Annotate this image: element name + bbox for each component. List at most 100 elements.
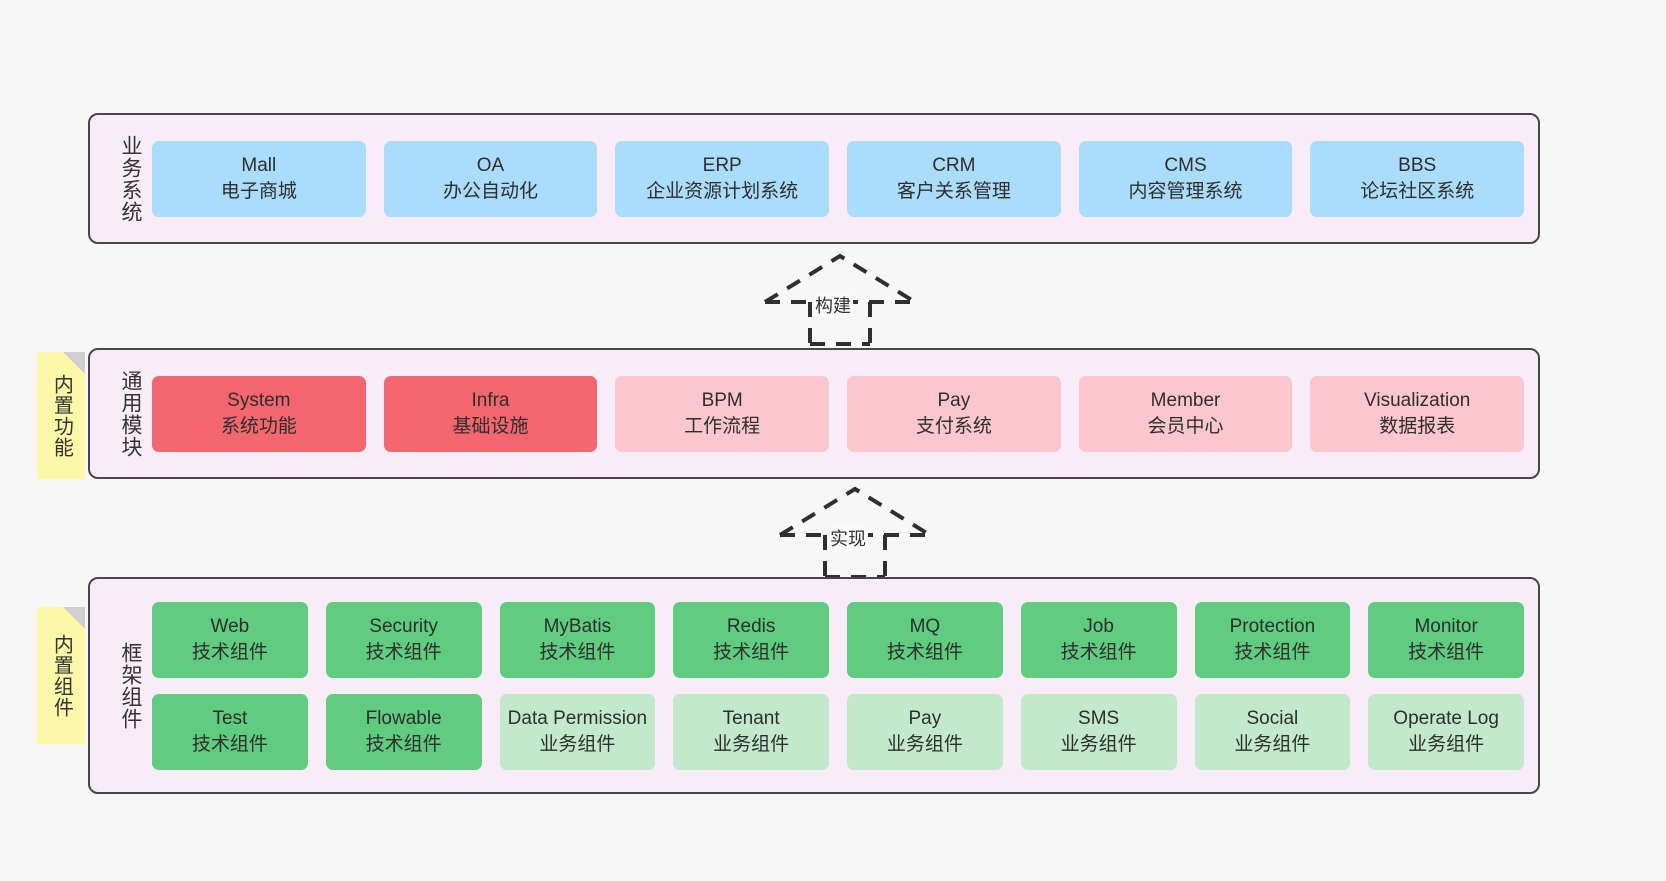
card-subtitle: 数据报表 [1379, 415, 1456, 437]
build-arrow-label: 构建 [813, 292, 853, 318]
module-card-bbs[interactable]: BBS 论坛社区系统 [1310, 140, 1525, 217]
layer-common-modules: 通用模块 System 系统功能 Infra 基础设施 BPM 工作流程 Pay… [88, 348, 1540, 479]
card-title: ERP [702, 155, 742, 177]
layer-title-framework-components: 框架组件 [119, 641, 142, 730]
component-card-redis[interactable]: Redis 技术组件 [673, 601, 829, 678]
component-card-flowable[interactable]: Flowable 技术组件 [325, 693, 482, 770]
component-card-sms[interactable]: SMS 业务组件 [1020, 693, 1177, 770]
module-card-oa[interactable]: OA 办公自动化 [383, 140, 598, 217]
layer-row: Mall 电子商城 OA 办公自动化 ERP 企业资源计划系统 CRM 客户关系… [152, 140, 1525, 217]
card-title: Monitor [1414, 616, 1478, 638]
layer-title-common-modules: 通用模块 [119, 369, 142, 458]
build-arrow: 构建 [755, 250, 925, 346]
card-title: BBS [1398, 155, 1437, 177]
module-card-cms[interactable]: CMS 内容管理系统 [1078, 140, 1293, 217]
card-title: SMS [1078, 708, 1120, 730]
card-subtitle: 技术组件 [1234, 641, 1311, 663]
card-subtitle: 系统功能 [220, 415, 297, 437]
card-title: Security [369, 616, 438, 638]
card-subtitle: 业务组件 [886, 733, 963, 755]
card-subtitle: 会员中心 [1147, 415, 1224, 437]
module-card-pay[interactable]: Pay 支付系统 [847, 375, 1061, 452]
module-card-bpm[interactable]: BPM 工作流程 [615, 375, 830, 452]
component-card-social[interactable]: Social 业务组件 [1194, 693, 1351, 770]
card-title: Social [1246, 708, 1299, 730]
sticky-note-label: 内置功能 [50, 373, 73, 458]
component-card-job[interactable]: Job 技术组件 [1020, 601, 1177, 678]
card-subtitle: 业务组件 [1408, 733, 1485, 755]
card-title: Pay [908, 708, 942, 730]
card-subtitle: 技术组件 [713, 641, 790, 663]
sticky-note-label: 内置组件 [50, 633, 73, 718]
component-card-data-permission[interactable]: Data Permission 业务组件 [499, 693, 656, 770]
module-card-member[interactable]: Member 会员中心 [1078, 375, 1293, 452]
card-title: MyBatis [543, 616, 612, 638]
card-title: Redis [726, 616, 776, 638]
card-subtitle: 业务组件 [713, 733, 790, 755]
card-subtitle: 电子商城 [220, 180, 297, 202]
card-title: Protection [1229, 616, 1316, 638]
card-subtitle: 技术组件 [539, 641, 616, 663]
component-card-pay[interactable]: Pay 业务组件 [847, 693, 1003, 770]
card-subtitle: 企业资源计划系统 [646, 180, 799, 202]
sticky-note-builtin-components: 内置组件 [37, 607, 85, 744]
card-subtitle: 技术组件 [365, 641, 442, 663]
layer-body-business-system: Mall 电子商城 OA 办公自动化 ERP 企业资源计划系统 CRM 客户关系… [148, 115, 1538, 242]
layer-body-framework-components: Web 技术组件 Security 技术组件 MyBatis 技术组件 Redi… [148, 579, 1538, 792]
card-subtitle: 工作流程 [684, 415, 761, 437]
card-title: BPM [701, 390, 743, 412]
card-title: System [227, 390, 291, 412]
module-card-crm[interactable]: CRM 客户关系管理 [847, 140, 1061, 217]
module-card-visualization[interactable]: Visualization 数据报表 [1310, 375, 1525, 452]
layer-title-business-system: 业务系统 [119, 134, 142, 223]
layer-business-system: 业务系统 Mall 电子商城 OA 办公自动化 ERP 企业资源计划系统 CRM… [88, 113, 1540, 244]
component-card-operate-log[interactable]: Operate Log 业务组件 [1368, 693, 1524, 770]
card-subtitle: 客户关系管理 [896, 180, 1011, 202]
module-card-system[interactable]: System 系统功能 [152, 375, 366, 452]
implement-arrow: 实现 [770, 483, 940, 579]
card-subtitle: 技术组件 [1408, 641, 1485, 663]
component-card-tenant[interactable]: Tenant 业务组件 [673, 693, 829, 770]
card-title: OA [476, 155, 505, 177]
component-card-test[interactable]: Test 技术组件 [152, 693, 308, 770]
card-title: Data Permission [507, 708, 648, 730]
sticky-note-builtin-functions: 内置功能 [37, 352, 85, 479]
component-card-protection[interactable]: Protection 技术组件 [1194, 601, 1351, 678]
card-title: MQ [909, 616, 941, 638]
card-title: CRM [932, 155, 976, 177]
card-subtitle: 技术组件 [365, 733, 442, 755]
module-card-erp[interactable]: ERP 企业资源计划系统 [615, 140, 830, 217]
card-subtitle: 内容管理系统 [1128, 180, 1243, 202]
component-card-mq[interactable]: MQ 技术组件 [847, 601, 1003, 678]
card-subtitle: 技术组件 [886, 641, 963, 663]
card-title: Test [212, 708, 248, 730]
card-title: Web [210, 616, 250, 638]
card-subtitle: 技术组件 [191, 733, 268, 755]
component-card-web[interactable]: Web 技术组件 [152, 601, 308, 678]
card-title: Job [1083, 616, 1114, 638]
card-subtitle: 业务组件 [539, 733, 616, 755]
card-subtitle: 技术组件 [191, 641, 268, 663]
layer-row: Web 技术组件 Security 技术组件 MyBatis 技术组件 Redi… [152, 601, 1524, 678]
card-title: Mall [241, 155, 277, 177]
card-subtitle: 论坛社区系统 [1360, 180, 1475, 202]
card-title: CMS [1164, 155, 1207, 177]
layer-row: System 系统功能 Infra 基础设施 BPM 工作流程 Pay 支付系统… [152, 375, 1525, 452]
implement-arrow-label: 实现 [828, 525, 868, 551]
component-card-mybatis[interactable]: MyBatis 技术组件 [499, 601, 656, 678]
card-title: Flowable [365, 708, 442, 730]
module-card-mall[interactable]: Mall 电子商城 [152, 140, 366, 217]
card-title: Operate Log [1393, 708, 1499, 730]
card-subtitle: 业务组件 [1234, 733, 1311, 755]
component-card-security[interactable]: Security 技术组件 [325, 601, 482, 678]
card-title: Pay [937, 390, 971, 412]
card-subtitle: 办公自动化 [443, 180, 539, 202]
module-card-infra[interactable]: Infra 基础设施 [383, 375, 598, 452]
card-subtitle: 支付系统 [915, 415, 992, 437]
layer-framework-components: 框架组件 Web 技术组件 Security 技术组件 MyBatis 技术组件… [88, 577, 1540, 794]
card-subtitle: 技术组件 [1060, 641, 1137, 663]
card-title: Tenant [722, 708, 780, 730]
component-card-monitor[interactable]: Monitor 技术组件 [1368, 601, 1524, 678]
card-title: Infra [471, 390, 510, 412]
